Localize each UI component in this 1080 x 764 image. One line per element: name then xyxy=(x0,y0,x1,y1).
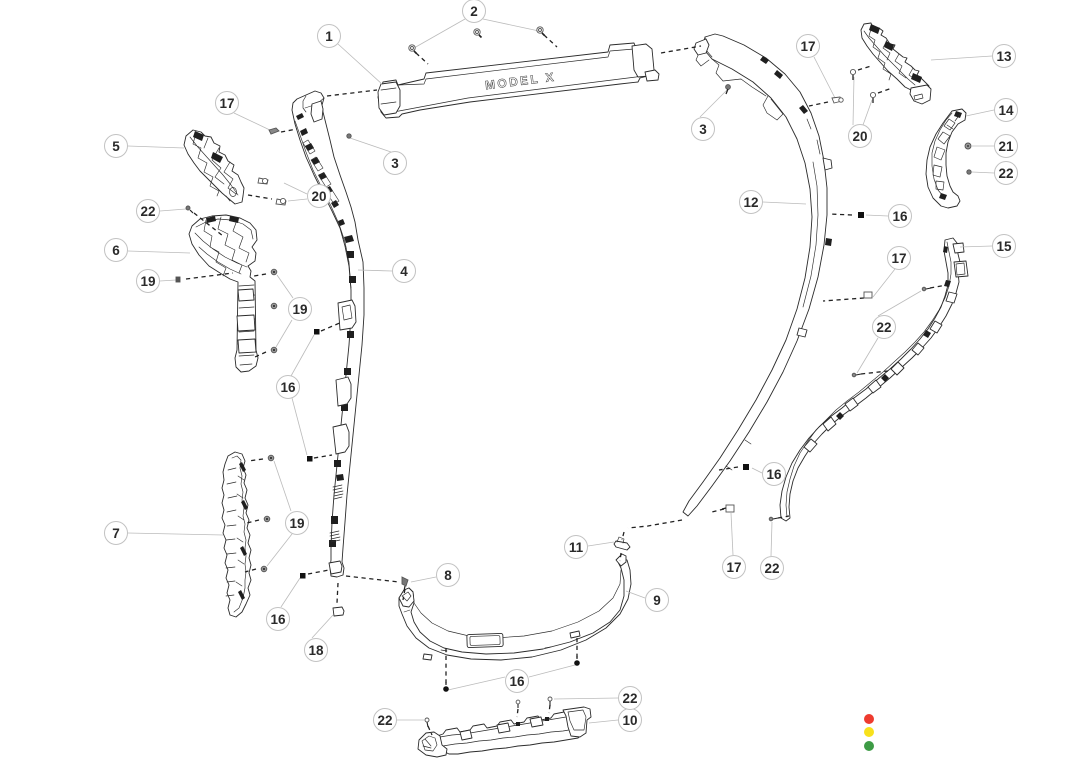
svg-text:15: 15 xyxy=(996,239,1012,254)
svg-text:22: 22 xyxy=(377,713,392,728)
svg-text:21: 21 xyxy=(998,139,1014,154)
svg-text:19: 19 xyxy=(140,274,155,289)
svg-text:3: 3 xyxy=(699,122,707,137)
svg-text:9: 9 xyxy=(653,593,661,608)
svg-text:13: 13 xyxy=(996,49,1012,64)
svg-text:10: 10 xyxy=(622,713,637,728)
svg-text:14: 14 xyxy=(998,103,1014,118)
svg-text:19: 19 xyxy=(292,302,307,317)
svg-text:11: 11 xyxy=(569,540,584,555)
svg-text:4: 4 xyxy=(400,264,408,279)
svg-text:17: 17 xyxy=(219,96,234,111)
svg-text:1: 1 xyxy=(325,29,333,44)
svg-text:6: 6 xyxy=(112,243,120,258)
svg-text:22: 22 xyxy=(764,561,779,576)
svg-text:22: 22 xyxy=(140,204,155,219)
svg-text:3: 3 xyxy=(391,156,399,171)
svg-text:17: 17 xyxy=(800,39,815,54)
svg-text:22: 22 xyxy=(876,320,891,335)
svg-text:17: 17 xyxy=(726,560,741,575)
svg-text:20: 20 xyxy=(311,189,326,204)
svg-text:16: 16 xyxy=(280,380,296,395)
svg-text:8: 8 xyxy=(444,568,452,583)
svg-text:17: 17 xyxy=(891,251,906,266)
svg-text:19: 19 xyxy=(289,516,304,531)
svg-text:16: 16 xyxy=(270,612,286,627)
svg-text:16: 16 xyxy=(766,467,782,482)
svg-text:22: 22 xyxy=(622,691,637,706)
svg-text:18: 18 xyxy=(308,643,324,658)
svg-text:22: 22 xyxy=(998,166,1013,181)
svg-text:5: 5 xyxy=(112,139,120,154)
svg-text:7: 7 xyxy=(112,526,120,541)
svg-text:12: 12 xyxy=(743,195,758,210)
svg-text:16: 16 xyxy=(892,209,908,224)
svg-text:2: 2 xyxy=(470,4,478,19)
svg-text:16: 16 xyxy=(509,674,525,689)
svg-text:20: 20 xyxy=(852,129,867,144)
